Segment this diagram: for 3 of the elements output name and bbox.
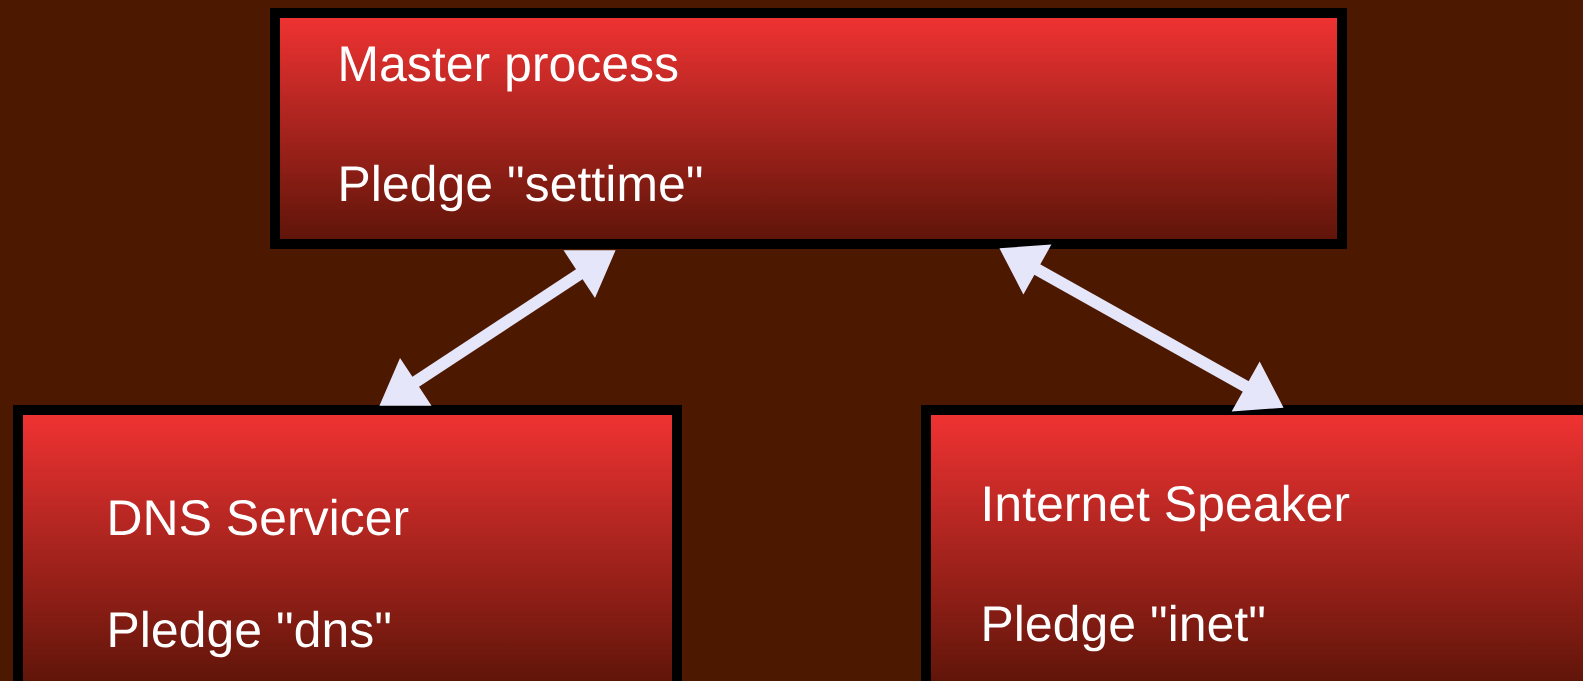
process-box: Internet Speaker Pledge "inet" — [921, 405, 1583, 681]
process-box: Master process Pledge "settime" — [270, 8, 1347, 249]
process-box: DNS Servicer Pledge "dns" — [13, 405, 682, 681]
